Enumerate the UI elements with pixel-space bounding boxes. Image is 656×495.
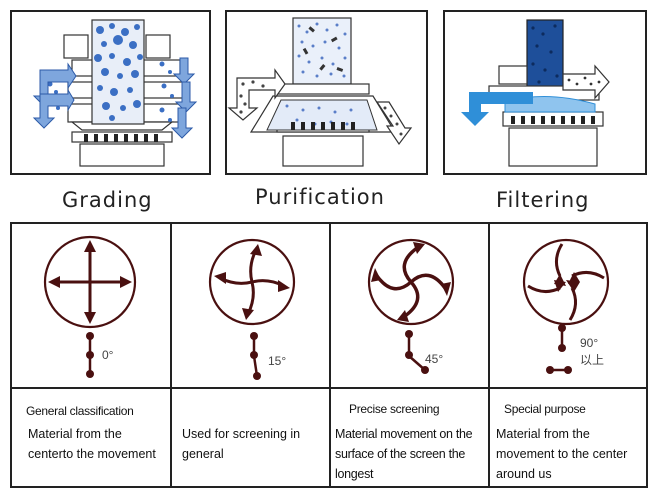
- mode-15deg-illustration: [208, 238, 296, 380]
- mode-angle-90deg-extra: 以上: [580, 353, 605, 367]
- mode-column-45deg: 45° Precise screening Material movement …: [331, 224, 490, 486]
- mode-column-0deg: 0° General classification Material from …: [12, 224, 172, 486]
- mode-angle-15deg: 15°: [268, 354, 287, 368]
- mode-column-15deg: 15° Used for screening in general: [172, 224, 331, 486]
- motion-modes-table: 0° General classification Material from …: [10, 222, 648, 488]
- purification-panel: [225, 10, 428, 175]
- filtering-illustration: [461, 19, 610, 167]
- mode-title-45deg: Precise screening: [349, 402, 440, 416]
- mode-title-90deg: Special purpose: [504, 402, 586, 416]
- mode-45deg-illustration: [367, 238, 455, 374]
- filtering-caption: Filtering: [496, 188, 590, 212]
- filtering-panel: [443, 10, 647, 175]
- mode-angle-90deg: 90°: [580, 336, 599, 350]
- mode-column-90deg: 90° 以上 Special purpose Material from the…: [490, 224, 646, 486]
- purification-illustration: [227, 17, 413, 167]
- mode-title-0deg: General classification: [26, 404, 134, 418]
- table-divider: [331, 387, 488, 389]
- grading-caption: Grading: [62, 188, 153, 212]
- mode-angle-0deg: 0°: [102, 348, 114, 362]
- grading-panel: [10, 10, 211, 175]
- mode-description-90deg: Material from the movement to the center…: [496, 427, 628, 481]
- mode-description-45deg: Material movement on the surface of the …: [335, 427, 473, 481]
- mode-90deg-illustration: [522, 238, 610, 374]
- table-divider: [172, 387, 329, 389]
- mode-description-0deg: Material from the centerto the movement: [28, 427, 156, 461]
- mode-0deg-illustration: [43, 235, 137, 378]
- purification-caption: Purification: [255, 185, 385, 209]
- grading-illustration: [32, 19, 198, 167]
- mode-angle-45deg: 45°: [425, 352, 444, 366]
- table-divider: [12, 387, 170, 389]
- mode-description-15deg: Used for screening in general: [182, 427, 301, 461]
- table-divider: [490, 387, 646, 389]
